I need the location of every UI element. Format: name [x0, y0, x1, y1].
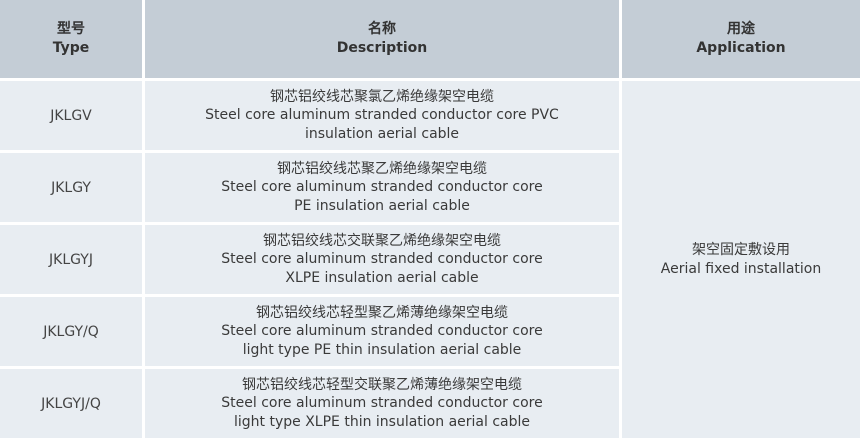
- row-4-type: JKLGY/Q: [0, 297, 142, 366]
- row-4-desc-en-1: Steel core aluminum stranded conductor c…: [221, 323, 543, 340]
- row-3-desc-en-1: Steel core aluminum stranded conductor c…: [221, 251, 543, 268]
- row-5-desc-zh: 钢芯铝绞线芯轻型交联聚乙烯薄绝缘架空电缆: [242, 376, 522, 393]
- row-3-description: 钢芯铝绞线芯交联聚乙烯绝缘架空电缆 Steel core aluminum st…: [145, 225, 619, 294]
- row-4-desc-zh: 钢芯铝绞线芯轻型聚乙烯薄绝缘架空电缆: [256, 304, 508, 321]
- row-2-desc-en-1: Steel core aluminum stranded conductor c…: [221, 179, 543, 196]
- header-app-zh: 用途: [727, 21, 755, 37]
- row-1-desc-en-1: Steel core aluminum stranded conductor c…: [205, 107, 559, 124]
- header-desc-zh: 名称: [368, 21, 396, 37]
- row-3-type: JKLGYJ: [0, 225, 142, 294]
- header-description: 名称 Description: [145, 0, 619, 78]
- row-4-description: 钢芯铝绞线芯轻型聚乙烯薄绝缘架空电缆 Steel core aluminum s…: [145, 297, 619, 366]
- row-4-desc-en-2: light type PE thin insulation aerial cab…: [242, 341, 522, 358]
- row-3-desc-zh: 钢芯铝绞线芯交联聚乙烯绝缘架空电缆: [263, 232, 501, 249]
- row-1-desc-en-2: insulation aerial cable: [304, 125, 460, 142]
- header-application: 用途 Application: [622, 0, 860, 78]
- header-type-en: Type: [52, 40, 90, 56]
- row-2-type: JKLGY: [0, 153, 142, 222]
- row-5-desc-en-1: Steel core aluminum stranded conductor c…: [221, 395, 543, 412]
- row-5-description: 钢芯铝绞线芯轻型交联聚乙烯薄绝缘架空电缆 Steel core aluminum…: [145, 369, 619, 438]
- row-1-desc-zh: 钢芯铝绞线芯聚氯乙烯绝缘架空电缆: [270, 88, 494, 105]
- row-1-description: 钢芯铝绞线芯聚氯乙烯绝缘架空电缆 Steel core aluminum str…: [145, 81, 619, 150]
- header-app-en: Application: [696, 40, 786, 56]
- row-5-type: JKLGYJ/Q: [0, 369, 142, 438]
- header-type-zh: 型号: [57, 21, 85, 37]
- row-2-description: 钢芯铝绞线芯聚乙烯绝缘架空电缆 Steel core aluminum stra…: [145, 153, 619, 222]
- application-cell: 架空固定敷设用 Aerial fixed installation: [622, 81, 860, 438]
- application-zh: 架空固定敷设用: [692, 241, 790, 258]
- row-3-desc-en-2: XLPE insulation aerial cable: [285, 269, 479, 286]
- application-en: Aerial fixed installation: [660, 260, 822, 277]
- row-2-desc-zh: 钢芯铝绞线芯聚乙烯绝缘架空电缆: [277, 160, 487, 177]
- row-5-desc-en-2: light type XLPE thin insulation aerial c…: [234, 413, 530, 430]
- row-2-desc-en-2: PE insulation aerial cable: [294, 197, 470, 214]
- header-type: 型号 Type: [0, 0, 142, 78]
- header-desc-en: Description: [336, 40, 428, 56]
- row-1-type: JKLGV: [0, 81, 142, 150]
